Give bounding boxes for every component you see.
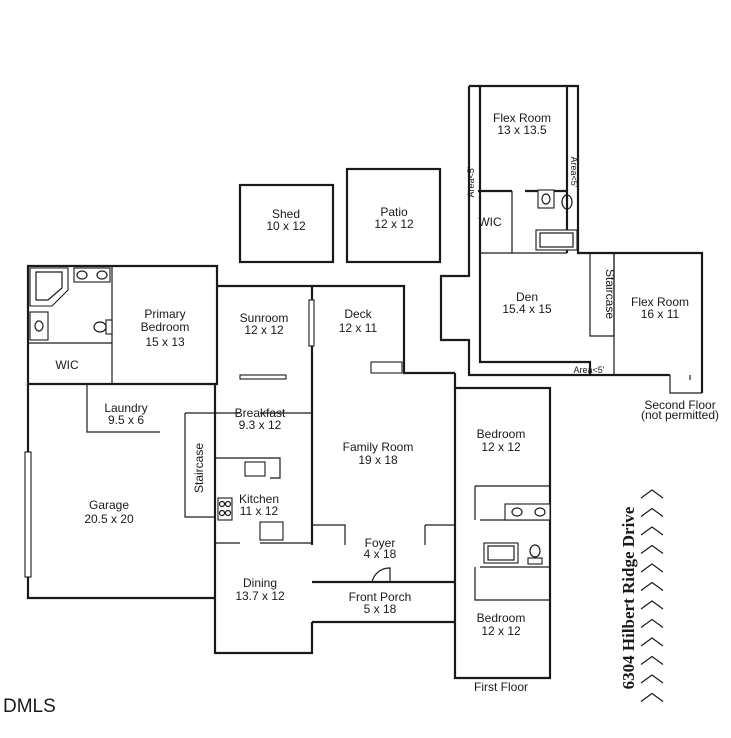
second-floor-note: (not permitted) [641,408,719,422]
chevron-up-icon [640,637,664,647]
direction-chevrons [640,489,664,702]
front-porch-label: Front Porch [349,590,412,604]
shed-size: 10 x 12 [266,219,306,233]
first-floor-walls [26,264,552,680]
flex-right-label: Flex Room [631,295,689,309]
dmls-logo: DMLS [3,696,56,717]
staircase-second-label: Staircase [603,269,617,319]
den-label: Den [516,290,538,304]
laundry-label: Laundry [104,401,147,415]
foyer-label: Foyer [365,536,396,550]
garage-size: 20.5 x 20 [84,512,134,526]
garage-door [24,451,32,578]
address-label: 6304 Hilbert Ridge Drive [619,506,638,689]
primary-toilet [105,319,113,335]
chevron-up-icon [640,544,664,554]
area-left-label: Area<5' [466,166,476,197]
sunroom-window [239,374,287,380]
kitchen-counter [215,457,281,479]
deck-label: Deck [344,307,372,321]
hall-tub [483,542,519,564]
kitchen-island [259,521,284,541]
area-bottom-label: Area<5' [574,365,605,375]
primary-bedroom-label: Primary [144,307,185,321]
laundry-size: 9.5 x 6 [108,413,144,427]
chevron-up-icon [640,563,664,573]
second-vanity [537,189,555,209]
foyer-size: 4 x 18 [364,547,397,561]
wic-second-label: WIC [478,215,502,229]
breakfast-size: 9.3 x 12 [239,418,282,432]
shed-label: Shed [272,207,300,221]
chevron-up-icon [640,692,664,702]
kitchen-label: Kitchen [239,492,279,506]
chevron-up-icon [640,581,664,591]
patio-label: Patio [380,205,408,219]
den-size: 15.4 x 15 [502,302,552,316]
kitchen-size: 11 x 12 [240,504,279,518]
patio-outline [345,167,442,264]
bedroom-lower-size: 12 x 12 [481,624,521,638]
bedroom-lower-label: Bedroom [477,611,526,625]
corner-tub [29,267,69,307]
family-room-size: 19 x 18 [358,453,398,467]
chevron-up-icon [640,507,664,517]
front-porch-size: 5 x 18 [364,602,397,616]
chevron-up-icon [640,655,664,665]
bedroom-upper-size: 12 x 12 [481,440,521,454]
kitchen-sink [244,461,266,477]
sunroom-door [308,299,315,347]
sunroom-label: Sunroom [240,311,289,325]
corner-tub-inner [35,271,63,301]
hall-toilet [527,557,543,565]
wic-label: WIC [55,358,79,372]
flex-upper-label: Flex Room [493,111,551,125]
sunroom-size: 12 x 12 [244,323,284,337]
chevron-up-icon [640,526,664,536]
dining-label: Dining [243,576,277,590]
chevron-up-icon [640,489,664,499]
family-room-label: Family Room [343,440,414,454]
area-right-label: Area<5' [569,157,579,188]
flex-right-size: 16 x 11 [641,307,680,321]
second-floor-walls [439,84,704,394]
deck-grill [370,361,403,374]
primary-vanity [73,267,111,283]
shed-outline [238,183,335,264]
dining-size: 13.7 x 12 [235,589,285,603]
first-floor-label: First Floor [474,680,528,694]
second-floor-label: Second Floor [644,398,715,412]
chevron-up-icon [640,618,664,628]
patio-size: 12 x 12 [374,217,414,231]
breakfast-label: Breakfast [235,406,286,420]
bedroom-upper-label: Bedroom [477,427,526,441]
primary-vanity-2 [29,311,49,341]
chevron-up-icon [640,600,664,610]
second-tub [535,229,578,251]
primary-bedroom-size: 15 x 13 [145,335,185,349]
chevron-up-icon [640,674,664,684]
second-toilet [561,194,573,210]
flex-upper-size: 13 x 13.5 [497,123,547,137]
garage-label: Garage [89,498,129,512]
primary-bedroom-label-2: Bedroom [141,320,190,334]
staircase-main-label: Staircase [192,443,206,493]
front-door [371,567,391,583]
deck-size: 12 x 11 [339,321,378,335]
kitchen-range [217,497,233,521]
